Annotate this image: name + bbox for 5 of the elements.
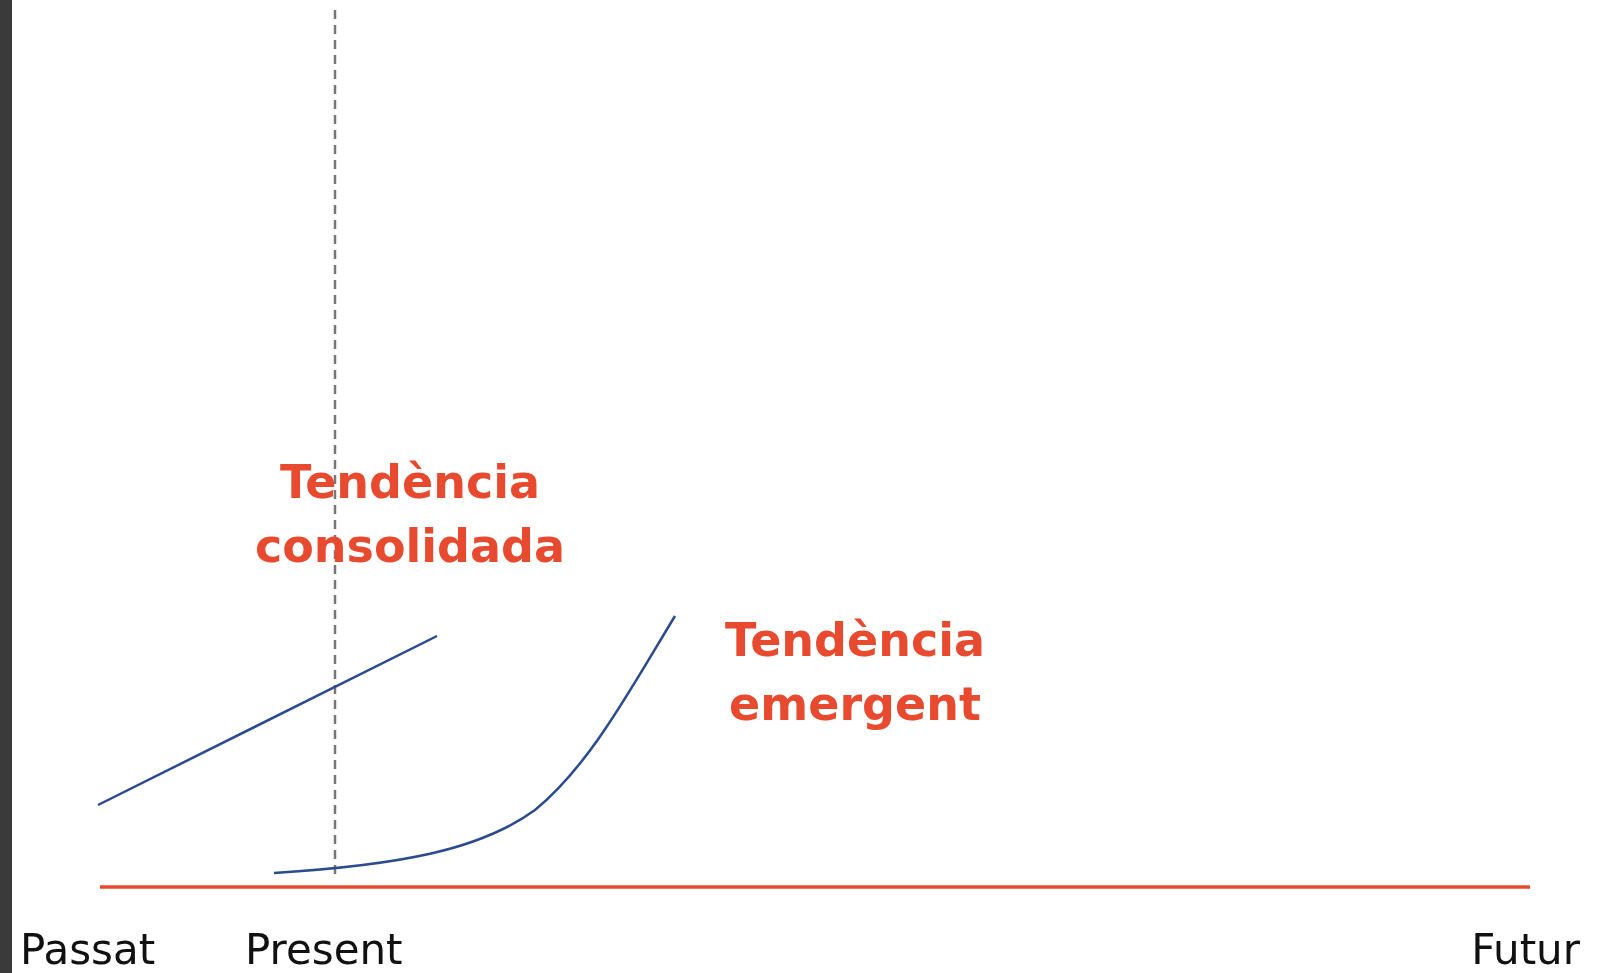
axis-label: Passat [20,925,156,973]
axis-label: Futur [1471,925,1580,973]
trend-label: Tendència consolidada [253,454,567,575]
trend-label: Tendència emergent [723,612,987,733]
axis-label: Present [245,925,403,973]
